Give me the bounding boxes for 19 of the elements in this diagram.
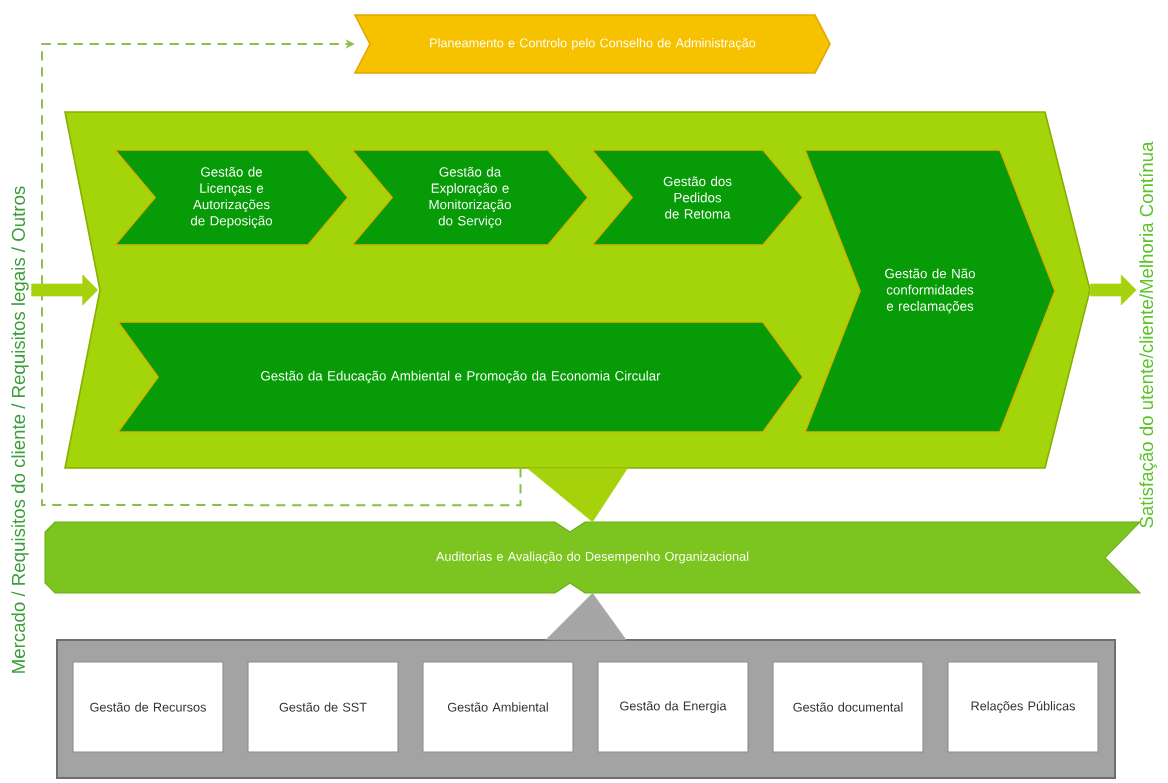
process-box: Gestão documental	[772, 661, 924, 753]
block-arrow	[31, 274, 99, 306]
process-step: Gestão dos Pedidos de Retoma	[590, 149, 805, 246]
chevron-banner: Planeamento e Controlo pelo Conselho de Administração	[353, 14, 831, 74]
triangle-arrow	[527, 467, 628, 523]
process-step: Gestão de Não conformidades e reclamações	[803, 149, 1056, 433]
triangle-arrow	[545, 592, 627, 641]
process-step: Gestão da Exploração e Monitorização do Serviço	[350, 149, 590, 246]
side-label: Mercado / Requisitos do cliente / Requisitos legais / Outros	[11, 186, 29, 673]
process-box: Gestão da Energia	[597, 661, 749, 753]
process-box: Gestão de SST	[247, 661, 399, 753]
dashed-arrow	[41, 39, 522, 507]
process-box: Relações Públicas	[947, 661, 1099, 753]
side-label: Satisfação do utente/cliente/Melhoria Contínua	[1139, 141, 1157, 528]
process-step: Gestão de Licenças e Autorizações de Deposição	[113, 149, 350, 246]
process-box: Gestão Ambiental	[422, 661, 574, 753]
process-box: Gestão de Recursos	[72, 661, 224, 753]
block-arrow	[1089, 274, 1137, 306]
process-step: Gestão da Educação Ambiental e Promoção da Economia Circular	[116, 321, 804, 433]
